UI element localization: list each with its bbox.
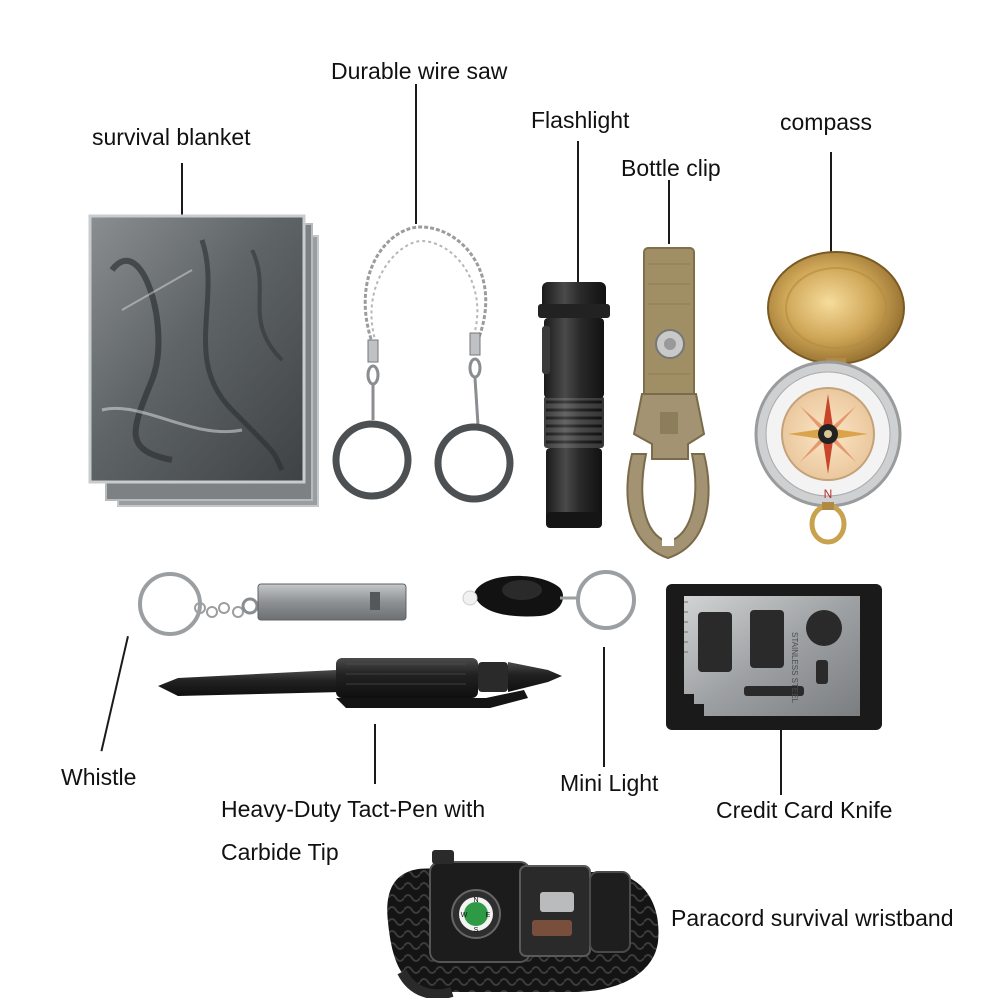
wire-saw-image	[332, 225, 514, 503]
leader-line-wire-saw	[415, 84, 417, 224]
bottle-clip-image	[626, 247, 710, 560]
wristband-compass-s: S	[474, 927, 479, 934]
label-tact-pen-line2: Carbide Tip	[221, 839, 339, 865]
leader-line-flashlight	[577, 141, 579, 286]
label-mini-light: Mini Light	[560, 770, 659, 796]
label-survival-blanket: survival blanket	[92, 124, 251, 150]
label-credit-card-knife: Credit Card Knife	[716, 797, 893, 823]
wristband-compass-w: W	[461, 912, 468, 919]
credit-card-knife-image: STAINLESS STEEL	[666, 584, 882, 730]
wristband-compass-n: N	[473, 897, 478, 904]
survival-blanket-image	[88, 214, 319, 507]
compass-image: N	[754, 251, 905, 545]
label-whistle: Whistle	[61, 764, 137, 790]
label-compass: compass	[780, 109, 873, 135]
flashlight-image	[538, 282, 610, 528]
leader-line-mini-light	[603, 647, 605, 767]
paracord-wristband-image: N E S W	[387, 850, 659, 998]
leader-line-credit-card-knife	[780, 715, 782, 795]
leader-line-whistle	[100, 636, 129, 752]
leader-line-blanket	[181, 163, 183, 227]
compass-n-mark: N	[824, 487, 833, 501]
label-tact-pen-line1: Heavy-Duty Tact-Pen with	[221, 796, 486, 822]
label-flashlight: Flashlight	[531, 107, 630, 133]
wristband-compass-e: E	[486, 912, 491, 919]
leader-line-tact-pen	[374, 724, 376, 784]
leader-line-bottle-clip	[668, 180, 670, 244]
label-wire-saw: Durable wire saw	[331, 58, 508, 84]
label-bottle-clip: Bottle clip	[621, 155, 721, 181]
card-engraving-text: STAINLESS STEEL	[790, 632, 799, 704]
whistle-image	[138, 572, 407, 636]
leader-line-compass	[830, 152, 832, 255]
label-paracord: Paracord survival wristband	[671, 905, 954, 931]
mini-light-image	[462, 570, 636, 630]
tact-pen-image	[158, 658, 562, 708]
